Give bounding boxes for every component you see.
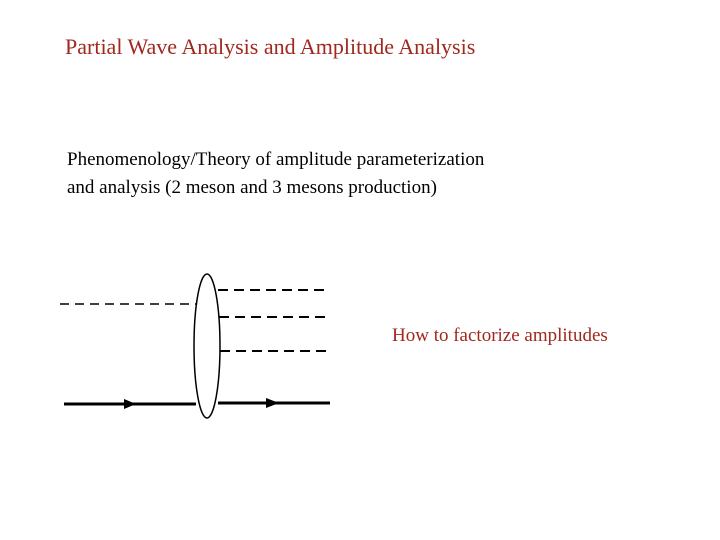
incoming-arrow-icon — [124, 399, 136, 409]
slide-title: Partial Wave Analysis and Amplitude Anal… — [65, 34, 476, 59]
body-line-2: and analysis (2 meson and 3 mesons produ… — [67, 177, 437, 198]
outgoing-arrow-icon — [266, 398, 279, 408]
interaction-vertex — [193, 273, 221, 419]
factorize-note: How to factorize amplitudes — [392, 325, 608, 346]
body-text: Phenomenology/Theory of amplitude parame… — [67, 146, 484, 202]
body-line-1: Phenomenology/Theory of amplitude parame… — [67, 149, 485, 170]
